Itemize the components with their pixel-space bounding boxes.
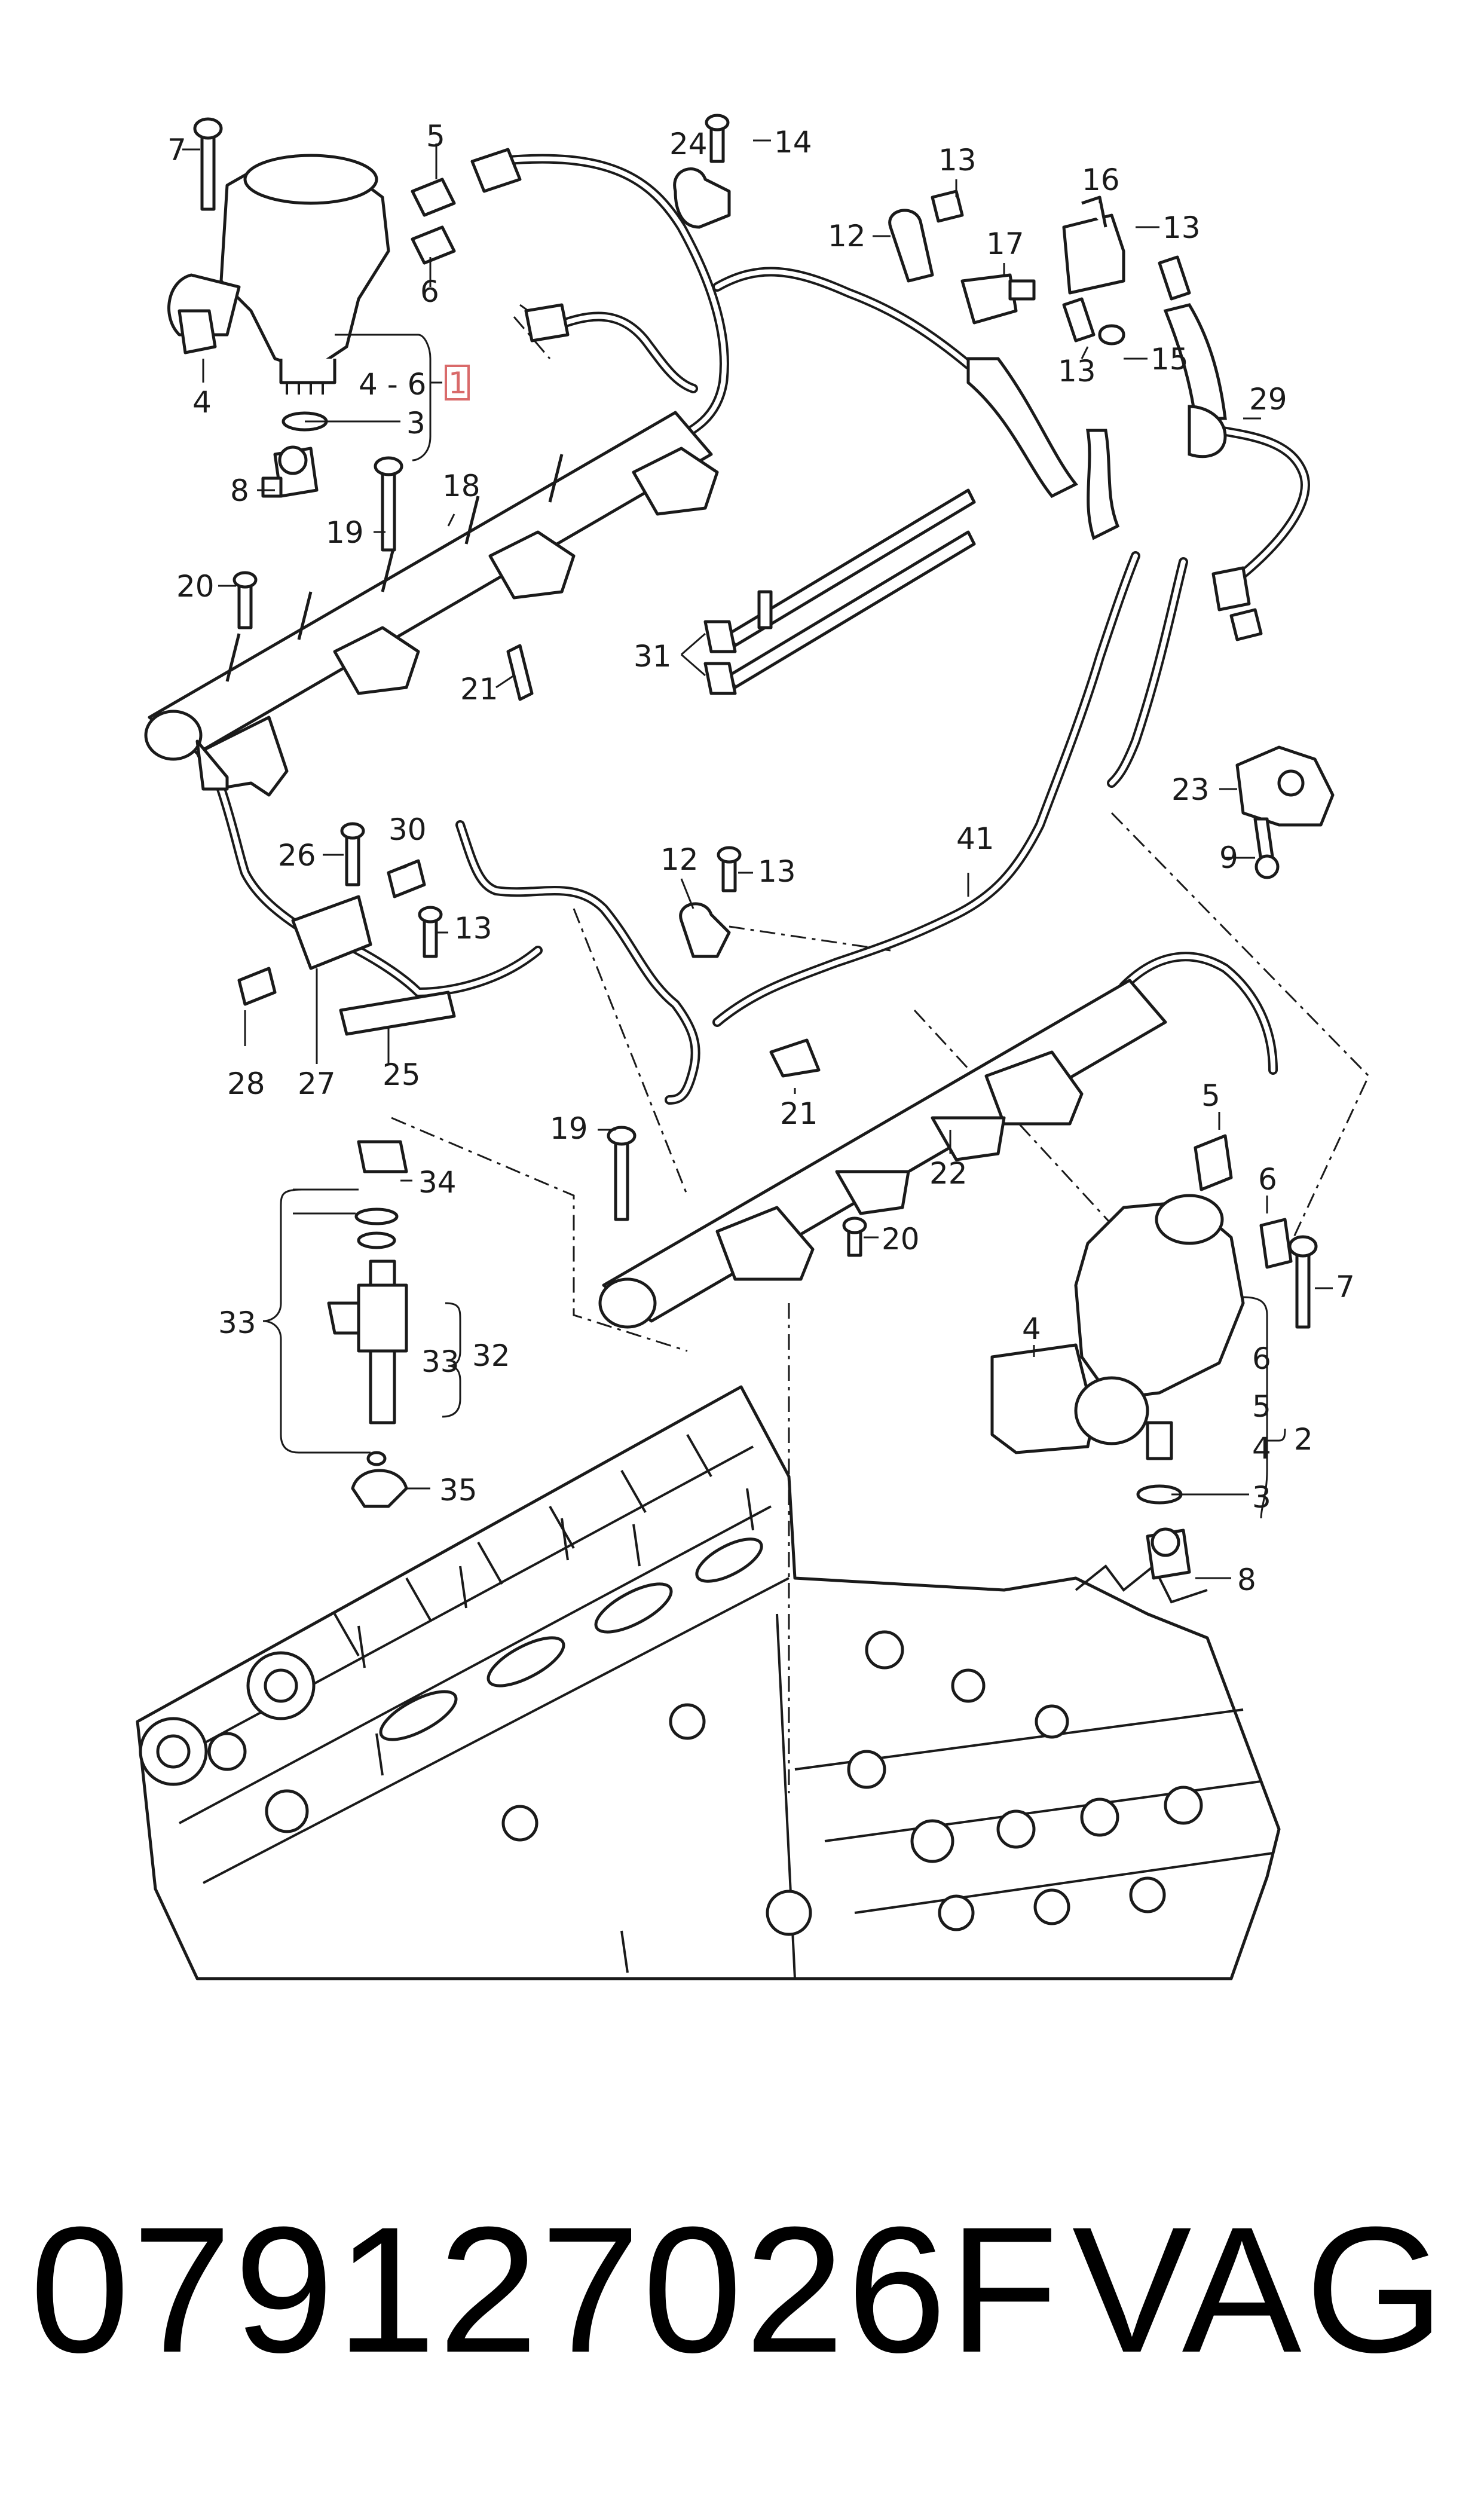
label-9: 9 <box>1219 840 1238 875</box>
label-21a: 21 <box>460 672 498 707</box>
label-1: 1 <box>448 366 467 401</box>
label-6b: 6 <box>1258 1162 1277 1197</box>
part-number-caption: 079127026F <box>30 2189 1061 2390</box>
label-8b: 8 <box>1237 1563 1256 1597</box>
label-4a: 4 <box>192 385 212 420</box>
label-3b: 3 <box>1252 1480 1271 1515</box>
label-5a: 5 <box>426 119 445 154</box>
label-13a: 13 <box>938 143 977 178</box>
label-29: 29 <box>1249 382 1287 417</box>
label-6c: 6 <box>1252 1341 1271 1376</box>
label-7a: 7 <box>167 133 186 167</box>
label-25: 25 <box>383 1057 421 1092</box>
label-33b: 33 <box>421 1344 460 1379</box>
label-15: 15 <box>1151 342 1189 377</box>
label-33a: 33 <box>218 1306 256 1340</box>
label-16: 16 <box>1082 163 1120 197</box>
label-4c: 4 <box>1252 1431 1271 1466</box>
fuel-rail-upper <box>144 411 719 797</box>
label-14: 14 <box>774 125 812 160</box>
label-7b: 7 <box>1336 1270 1355 1304</box>
high-pressure-pump-top <box>167 117 570 498</box>
label-41: 41 <box>956 821 995 856</box>
label-2: 2 <box>1294 1422 1313 1457</box>
label-19b: 19 <box>550 1111 588 1146</box>
high-pressure-pump-bottom <box>990 1134 1318 1580</box>
fuel-pipes <box>216 154 1310 1105</box>
label-5b: 5 <box>1201 1078 1220 1113</box>
label-12a: 12 <box>828 219 866 253</box>
label-24: 24 <box>669 127 708 161</box>
label-6a: 6 <box>420 274 439 309</box>
label-13b: 13 <box>1162 210 1201 245</box>
label-30: 30 <box>388 812 427 847</box>
engine-block <box>136 1385 1281 1980</box>
label-32: 32 <box>472 1338 510 1373</box>
fuel-rail-lower <box>598 979 1167 1329</box>
label-19a: 19 <box>326 515 364 550</box>
leader-lines <box>182 139 1333 1579</box>
label-20b: 20 <box>882 1222 920 1257</box>
label-8a: 8 <box>230 473 249 508</box>
fuel-hoses <box>966 303 1227 540</box>
label-4b: 4 <box>1022 1312 1041 1346</box>
label-28: 28 <box>227 1066 265 1101</box>
label-26: 26 <box>278 838 316 873</box>
label-21b: 21 <box>780 1096 818 1131</box>
label-31: 31 <box>634 639 672 674</box>
label-35: 35 <box>439 1473 478 1508</box>
label-20a: 20 <box>176 569 215 604</box>
callout-labels: 7 5 6 4 4 - 6 1 3 8 19 18 20 21 24 14 13… <box>167 119 1355 1597</box>
label-22: 22 <box>929 1156 968 1191</box>
brand-caption: VAG <box>1072 2189 1448 2390</box>
label-5c: 5 <box>1252 1389 1271 1424</box>
label-23: 23 <box>1171 772 1210 807</box>
label-13d: 13 <box>454 911 492 946</box>
label-34: 34 <box>418 1165 457 1200</box>
label-17: 17 <box>986 227 1024 261</box>
label-13c: 13 <box>1058 354 1096 389</box>
exploded-parts-diagram: 7 5 6 4 4 - 6 1 3 8 19 18 20 21 24 14 13… <box>136 114 1370 1980</box>
label-13e: 13 <box>758 854 796 889</box>
highlight-box-1 <box>445 365 470 401</box>
label-18: 18 <box>442 469 481 503</box>
label-12b: 12 <box>660 842 699 877</box>
label-4-6: 4 - 6 <box>359 367 426 402</box>
label-3a: 3 <box>406 406 426 441</box>
small-parts <box>232 114 1335 1508</box>
label-27: 27 <box>298 1066 336 1101</box>
